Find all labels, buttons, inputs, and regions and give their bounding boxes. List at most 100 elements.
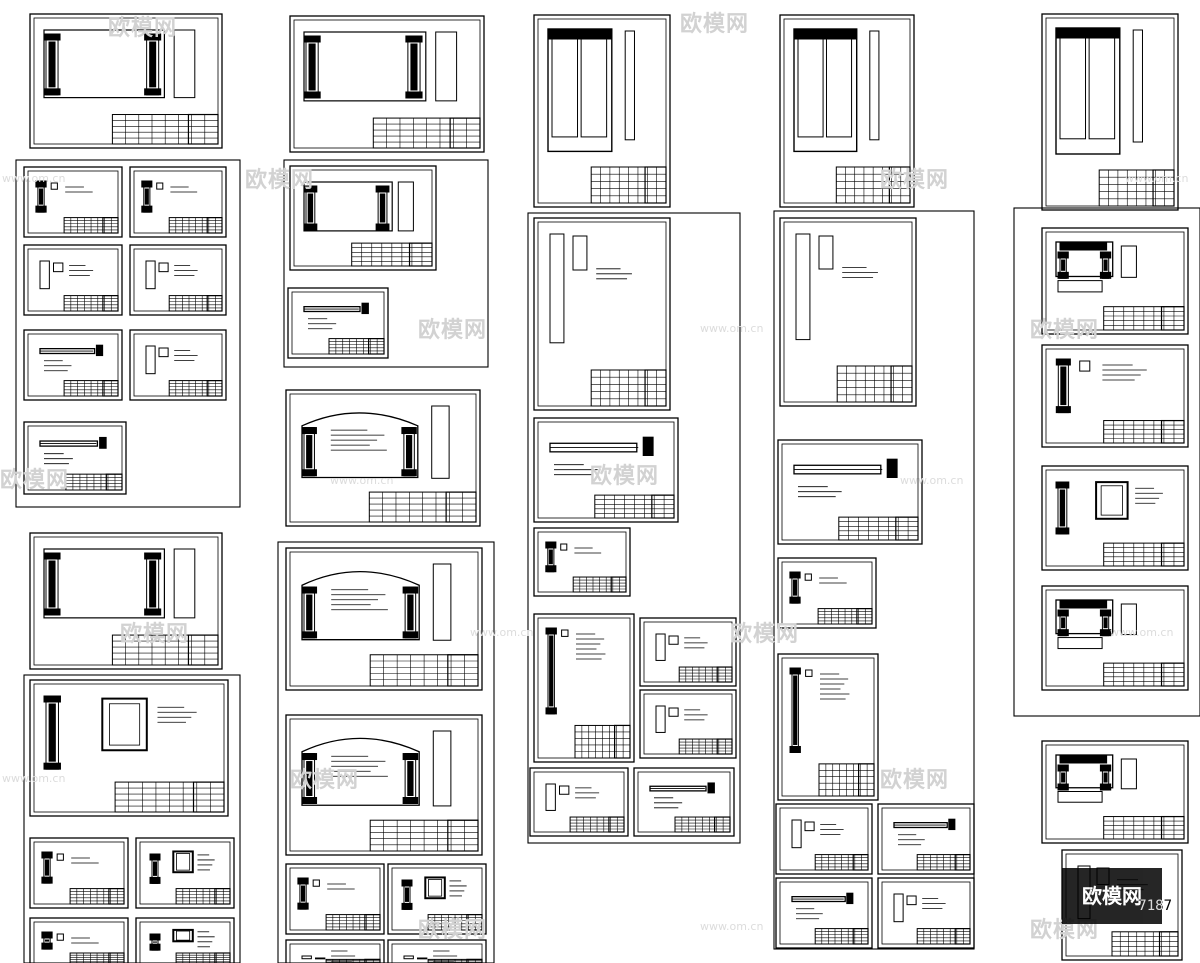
drawing-sheet <box>23 421 127 495</box>
title-block-name-cell <box>857 763 875 797</box>
profile-detail <box>572 235 588 271</box>
door-elevation <box>1055 27 1121 155</box>
title-block-name-cell <box>713 816 731 833</box>
drawing-sheet-border <box>783 18 911 204</box>
pilaster-panel <box>44 939 50 942</box>
section-profile <box>173 548 196 619</box>
drawing-sheet-border <box>293 19 481 149</box>
drawing-sheet-border <box>289 943 381 963</box>
pilaster-capital <box>545 541 557 549</box>
title-block-name-cell <box>954 853 971 871</box>
title-block-name-cell <box>364 913 381 931</box>
pilaster-capital <box>1057 609 1069 617</box>
drawing-sheet <box>287 287 389 359</box>
drawing-sheet <box>877 803 975 875</box>
title-block-name-cell <box>368 338 385 355</box>
drawing-sheet-border <box>33 536 219 666</box>
pilaster-base <box>402 796 419 804</box>
pilaster-capital <box>149 853 161 861</box>
drawing-sheet <box>23 166 123 238</box>
pilaster-base <box>375 223 390 231</box>
drawing-sheet <box>639 689 737 759</box>
drawing-sheet-border <box>289 551 479 687</box>
title-block-name-cell <box>1160 419 1185 444</box>
pilaster-capital <box>789 571 801 579</box>
title-block-name-cell <box>102 295 119 312</box>
section-profile <box>869 30 880 141</box>
pilaster-panel <box>793 675 798 745</box>
door-leaf <box>1059 37 1087 140</box>
pilaster-capital <box>402 586 419 594</box>
plan-view <box>1057 280 1103 293</box>
pilaster-panel <box>410 43 418 91</box>
pilaster-base <box>1099 629 1112 637</box>
pilaster-base <box>149 876 161 884</box>
profile-detail <box>795 233 811 341</box>
panel-frame <box>1095 481 1129 520</box>
pilaster-panel <box>48 560 56 608</box>
door-frame-elevation <box>43 29 166 99</box>
pilaster-panel <box>1061 617 1066 629</box>
profile-detail <box>301 955 312 960</box>
drawing-sheet <box>633 767 735 837</box>
drawing-sheet <box>779 14 915 208</box>
pilaster-panel <box>306 761 313 796</box>
pilaster-capital <box>297 877 309 885</box>
pilaster-base <box>144 88 162 96</box>
drawing-sheet <box>285 389 481 527</box>
title-block-name-cell <box>716 738 733 755</box>
pilaster-panel <box>1060 366 1067 406</box>
pilaster-capital <box>1055 481 1070 489</box>
pilaster-panel <box>792 579 798 596</box>
drawing-sheet-border <box>33 921 125 963</box>
title-block-name-cell <box>852 927 869 945</box>
title-block-name-cell <box>108 952 125 963</box>
profile-detail <box>906 895 917 906</box>
pilaster-capital <box>41 931 53 939</box>
drawing-sheet <box>775 803 873 875</box>
pilaster-capital <box>1099 609 1112 617</box>
profile-detail <box>668 635 679 645</box>
pilaster-panel <box>405 435 413 469</box>
pilaster-panel <box>306 435 313 469</box>
pilaster-panel <box>1103 772 1108 783</box>
profile-detail <box>312 879 320 887</box>
door-frame-elevation <box>303 181 393 232</box>
sheet-group-border <box>773 210 975 950</box>
door-frame-elevation <box>43 548 166 619</box>
profile-detail <box>145 345 156 375</box>
profile-detail <box>559 785 570 795</box>
drawing-sheet-border <box>537 221 667 407</box>
pilaster-panel <box>308 43 316 91</box>
profile-detail <box>545 783 556 811</box>
drawing-sheet <box>877 877 975 949</box>
profile-detail <box>53 262 64 273</box>
panel-frame <box>172 928 194 943</box>
panel-frame <box>101 697 148 752</box>
arched-opening <box>301 412 419 479</box>
drawing-sheet <box>1041 465 1189 571</box>
profile-detail <box>561 629 569 637</box>
pilaster-base <box>141 205 153 213</box>
panel-inner <box>176 930 191 941</box>
pilaster-base <box>35 205 47 213</box>
pilaster-capital <box>1055 358 1071 366</box>
pilaster-panel <box>1061 772 1066 783</box>
profile-detail <box>145 260 156 290</box>
profile-detail <box>642 436 654 457</box>
title-block-name-cell <box>954 927 971 945</box>
drawing-sheet <box>387 939 487 963</box>
pilaster-capital <box>144 33 162 41</box>
sheet-group-border <box>1013 207 1200 717</box>
section-profile <box>1120 758 1137 790</box>
section-profile <box>432 563 452 641</box>
title-block-name-cell <box>206 380 223 397</box>
pilaster-panel <box>48 41 56 88</box>
profile-detail <box>560 543 568 551</box>
title-block-name-cell <box>102 380 119 397</box>
panel-frame <box>424 876 446 900</box>
drawing-sheet <box>135 917 235 963</box>
pilaster-panel <box>149 560 157 608</box>
pilaster-capital <box>303 35 321 43</box>
title-block-name-cell <box>1160 815 1185 840</box>
